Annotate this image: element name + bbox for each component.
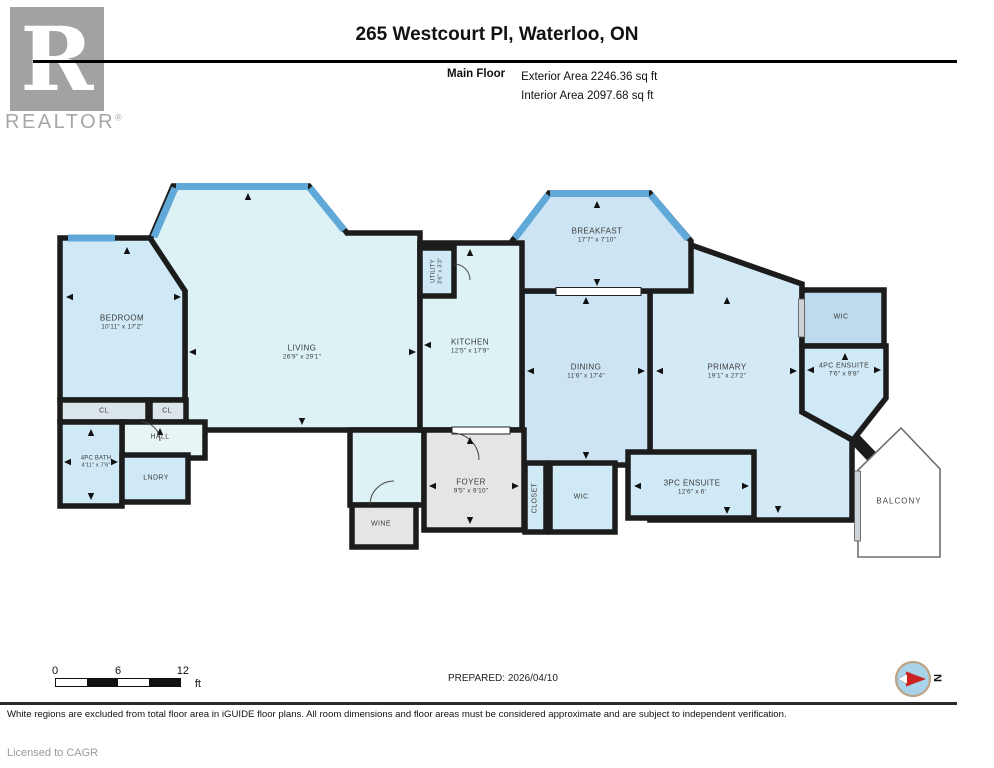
room-label-closet: CLOSET bbox=[531, 482, 539, 514]
room-shape-bath bbox=[57, 419, 125, 509]
room-label-kitchen: KITCHEN 12'5" x 17'9" bbox=[450, 337, 490, 355]
room-shape-living bbox=[146, 183, 423, 433]
floorplan-rooms bbox=[57, 183, 941, 558]
room-label-ensuite3: 3PC ENSUITE 12'6" x 6' bbox=[663, 478, 721, 496]
room-label-wic-top: WIC bbox=[833, 313, 849, 321]
compass-rose bbox=[894, 660, 932, 698]
room-label-primary: PRIMARY 19'1" x 27'2" bbox=[707, 362, 747, 380]
room-label-utility: UTILITY 3'6" x 3'3" bbox=[430, 257, 444, 285]
room-shape-closet-entry bbox=[522, 460, 549, 535]
room-shape-wic-bottom bbox=[547, 460, 618, 535]
floorplan-windows bbox=[68, 183, 691, 242]
room-label-cl2: CL bbox=[162, 407, 172, 415]
scale-bar: 0 6 12 ft bbox=[52, 665, 201, 690]
room-shape-ensuite3 bbox=[625, 449, 757, 521]
compass-north-label: N bbox=[930, 674, 943, 682]
room-shape-vestibule bbox=[347, 427, 427, 508]
scale-bar-segments bbox=[55, 678, 181, 687]
page-title: 265 Westcourt Pl, Waterloo, ON bbox=[355, 24, 639, 45]
room-label-hall: HALL bbox=[150, 433, 170, 441]
room-shape-ensuite4 bbox=[799, 343, 889, 444]
floor-area-summary: Main Floor Exterior Area 2246.36 sq ft I… bbox=[447, 68, 657, 106]
realtor-logo-letter: R bbox=[20, 7, 94, 111]
scale-tick-6: 6 bbox=[114, 665, 122, 677]
room-label-lndry: LNDRY bbox=[143, 474, 169, 482]
registered-mark: ® bbox=[115, 112, 125, 123]
room-label-foyer: FOYER 9'5" x 9'10" bbox=[453, 477, 489, 495]
room-label-balcony: BALCONY bbox=[876, 496, 922, 506]
room-label-wine: WINE bbox=[371, 520, 391, 528]
room-label-bedroom: BEDROOM 10'11" x 17'2" bbox=[99, 313, 145, 331]
primary-window-band bbox=[798, 298, 805, 338]
realtor-logo-icon: R bbox=[10, 7, 104, 111]
floorplan-door-arcs bbox=[140, 263, 480, 506]
compass-icon: N bbox=[893, 659, 945, 699]
realtor-logo-wordmark: REALTOR® bbox=[5, 111, 125, 133]
exterior-area-value: Exterior Area 2246.36 sq ft bbox=[521, 71, 658, 83]
room-label-breakfast: BREAKFAST 17'7" x 7'10" bbox=[571, 226, 623, 244]
room-label-ensuite4: 4PC ENSUITE 7'6" x 9'8" bbox=[818, 362, 870, 378]
disclaimer-text: White regions are excluded from total fl… bbox=[7, 709, 787, 720]
scale-tick-0: 0 bbox=[52, 665, 59, 677]
room-label-bath: 4PC BATH 4'11" x 7'6" bbox=[80, 455, 112, 469]
room-shape-bedroom bbox=[57, 235, 188, 403]
floor-label: Main Floor bbox=[447, 68, 506, 80]
room-label-wic-bottom: WIC bbox=[573, 493, 589, 501]
footer-divider-line bbox=[0, 702, 957, 705]
prepared-date: PREPARED: 2026/04/10 bbox=[448, 673, 558, 684]
room-shape-balcony bbox=[857, 426, 941, 558]
scale-tick-12: 12 bbox=[176, 665, 189, 677]
scale-unit: ft bbox=[194, 678, 201, 690]
balcony-door-band bbox=[854, 470, 861, 542]
room-shape-wine bbox=[349, 502, 419, 550]
header-divider-line bbox=[33, 60, 957, 63]
room-shape-lndry bbox=[119, 452, 191, 505]
floorplan-passthroughs bbox=[451, 287, 642, 435]
license-text: Licensed to CAGR bbox=[7, 747, 99, 759]
room-label-living: LIVING 26'9" x 29'1" bbox=[282, 343, 322, 361]
room-shape-utility bbox=[417, 245, 457, 299]
room-label-dining: DINING 11'6" x 17'4" bbox=[567, 362, 605, 380]
interior-area-value: Interior Area 2097.68 sq ft bbox=[521, 89, 654, 102]
room-label-cl1: CL bbox=[99, 407, 109, 415]
